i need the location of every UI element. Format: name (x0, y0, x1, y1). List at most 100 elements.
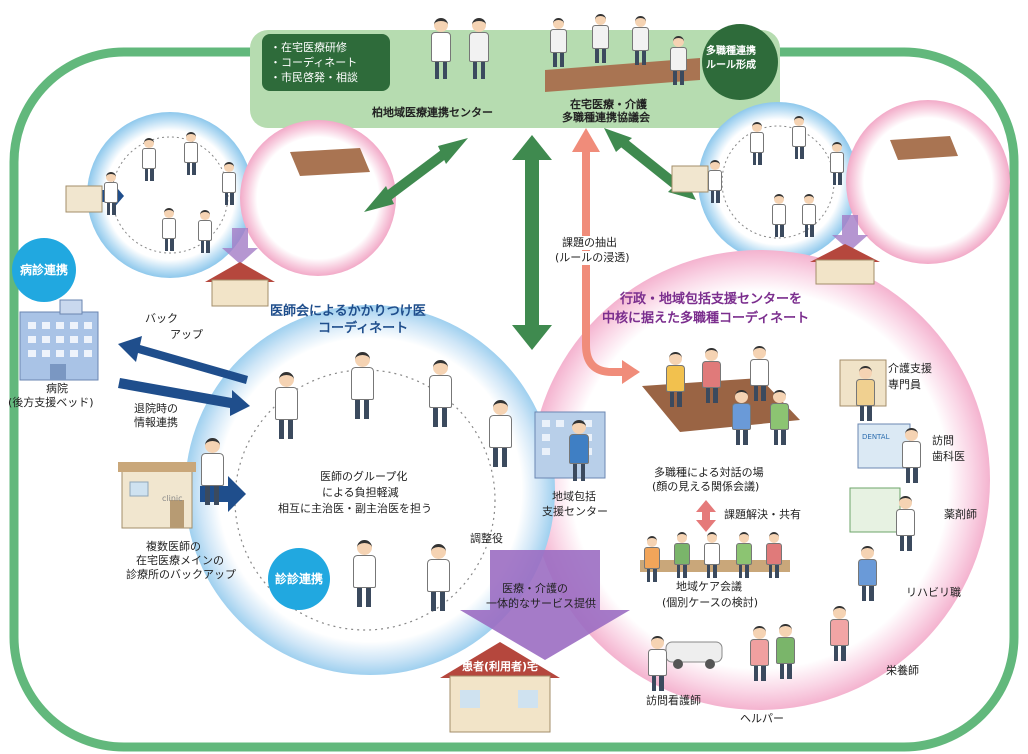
doctor-figure (900, 428, 923, 483)
staff-figure (854, 366, 877, 421)
rule-badge-1: 多職種連携 (706, 46, 756, 57)
doctor-figure (350, 540, 379, 607)
staff-figure (566, 420, 592, 481)
doctor-figure (748, 122, 766, 165)
helper-label: ヘルパー (740, 712, 784, 725)
group-label-1: 医師のグループ化 (320, 470, 408, 483)
hospital-label-1: 病院 (46, 382, 68, 395)
service-label-2: 一体的なサービス提供 (486, 597, 596, 610)
doctor-figure (196, 210, 214, 253)
clinic-label-1: 複数医師の (146, 540, 201, 553)
doctor-figure (348, 352, 377, 419)
home-label: 患者(利用者)宅 (462, 660, 539, 673)
doctor-figure (272, 372, 301, 439)
clinic-label-2: 在宅医療メインの (136, 554, 224, 567)
doctor-figure (706, 160, 724, 203)
doctor-title-1: 医師会によるかかりつけ医 (270, 304, 426, 319)
staff-figure (768, 390, 791, 445)
table-top (545, 58, 700, 92)
doctor-figure (486, 400, 515, 467)
rule-badge-circle (702, 24, 778, 100)
doctor-figure (198, 438, 227, 505)
pink-title-1: 行政・地域包括支援センターを (620, 292, 803, 307)
kashiwa-center-label: 柏地域医療連携センター (372, 106, 493, 119)
extract-label-1: 課題の抽出 (562, 236, 617, 250)
backup-label-1: バック (145, 312, 178, 325)
clinic-label-3: 診療所のバックアップ (126, 568, 236, 581)
doctor-figure (770, 194, 788, 237)
doctor-figure (790, 116, 808, 159)
staff-figure (466, 18, 492, 79)
right-pink-circle (846, 100, 1010, 264)
discharge-label-1: 退院時の (134, 402, 178, 415)
car (665, 641, 723, 669)
doctor-figure (182, 132, 200, 175)
care-manager-label-2: 専門員 (888, 378, 921, 391)
patient-home (440, 642, 560, 733)
staff-figure (664, 352, 687, 407)
rehab-label: リハビリ職 (906, 586, 961, 599)
doctor-figure (702, 532, 722, 578)
coordinator-label: 調整役 (470, 532, 503, 545)
discharge-label-2: 情報連携 (134, 416, 178, 429)
doctor-figure (220, 162, 238, 205)
group-label-3: 相互に主治医・副主治医を担う (278, 502, 432, 515)
staff-figure (856, 546, 879, 601)
care-label-1: 地域ケア会議 (676, 580, 742, 593)
service-label-1: 医療・介護の (502, 582, 568, 595)
dental-sign: DENTAL (862, 433, 890, 441)
doctor-figure (428, 18, 454, 79)
doctor-figure (102, 172, 120, 215)
council-label-2: 多職種連携協議会 (562, 111, 650, 124)
doctor-figure (894, 496, 917, 551)
staff-figure (774, 624, 797, 679)
doctor-figure (748, 346, 771, 401)
support-center-label-2: 支援センター (542, 505, 608, 518)
support-center-label-1: 地域包括 (552, 490, 596, 503)
clinic-building (118, 462, 196, 529)
staff-figure (734, 532, 754, 578)
staff-figure (642, 536, 662, 582)
care-manager-label-1: 介護支援 (888, 362, 932, 375)
nutrition-label: 栄養師 (886, 664, 919, 677)
hospital-building (19, 299, 99, 381)
staff-figure (748, 626, 771, 681)
staff-figure (828, 606, 851, 661)
hospital-label-2: (後方支援ベッド) (8, 396, 94, 409)
clinic-sign: clinic (162, 494, 183, 503)
clinic-clinic-badge: 診診連携 (268, 548, 330, 610)
staff-figure (730, 390, 753, 445)
doctor-figure (426, 360, 455, 427)
rule-badge-2: ルール形成 (706, 60, 756, 71)
staff-figure (646, 636, 669, 691)
pharmacist-label: 薬剤師 (944, 508, 977, 521)
staff-figure (548, 18, 569, 67)
staff-figure (590, 14, 611, 63)
backup-label-2: アップ (170, 328, 203, 341)
nurse-label: 訪問看護師 (646, 694, 701, 707)
dental-label-2: 歯科医 (932, 450, 965, 463)
dental-label-1: 訪問 (932, 434, 954, 447)
doctor-figure (424, 544, 453, 611)
staff-figure (672, 532, 692, 578)
doctor-figure (800, 194, 818, 237)
staff-figure (630, 16, 651, 65)
solve-label: 課題解決・共有 (724, 508, 801, 521)
doctor-figure (140, 138, 158, 181)
council-label-1: 在宅医療・介護 (570, 98, 647, 111)
doctor-figure (160, 208, 178, 251)
dialogue-label-1: 多職種による対話の場 (654, 466, 764, 479)
service-arrow (460, 550, 630, 660)
right-blue-circle (698, 102, 858, 262)
service-item-training: ・在宅医療研修 (270, 41, 347, 54)
dialogue-label-2: (顔の見える関係会議) (652, 480, 760, 493)
staff-figure (668, 36, 689, 85)
staff-figure (700, 348, 723, 403)
extract-label-2: (ルールの浸透) (555, 251, 630, 265)
services-box: ・在宅医療研修 ・コーディネート ・市民啓発・相談 (262, 34, 390, 91)
service-item-public: ・市民啓発・相談 (270, 71, 358, 84)
hospital-clinic-badge: 病診連携 (12, 238, 76, 302)
doctor-title-2: コーディネート (318, 321, 409, 336)
